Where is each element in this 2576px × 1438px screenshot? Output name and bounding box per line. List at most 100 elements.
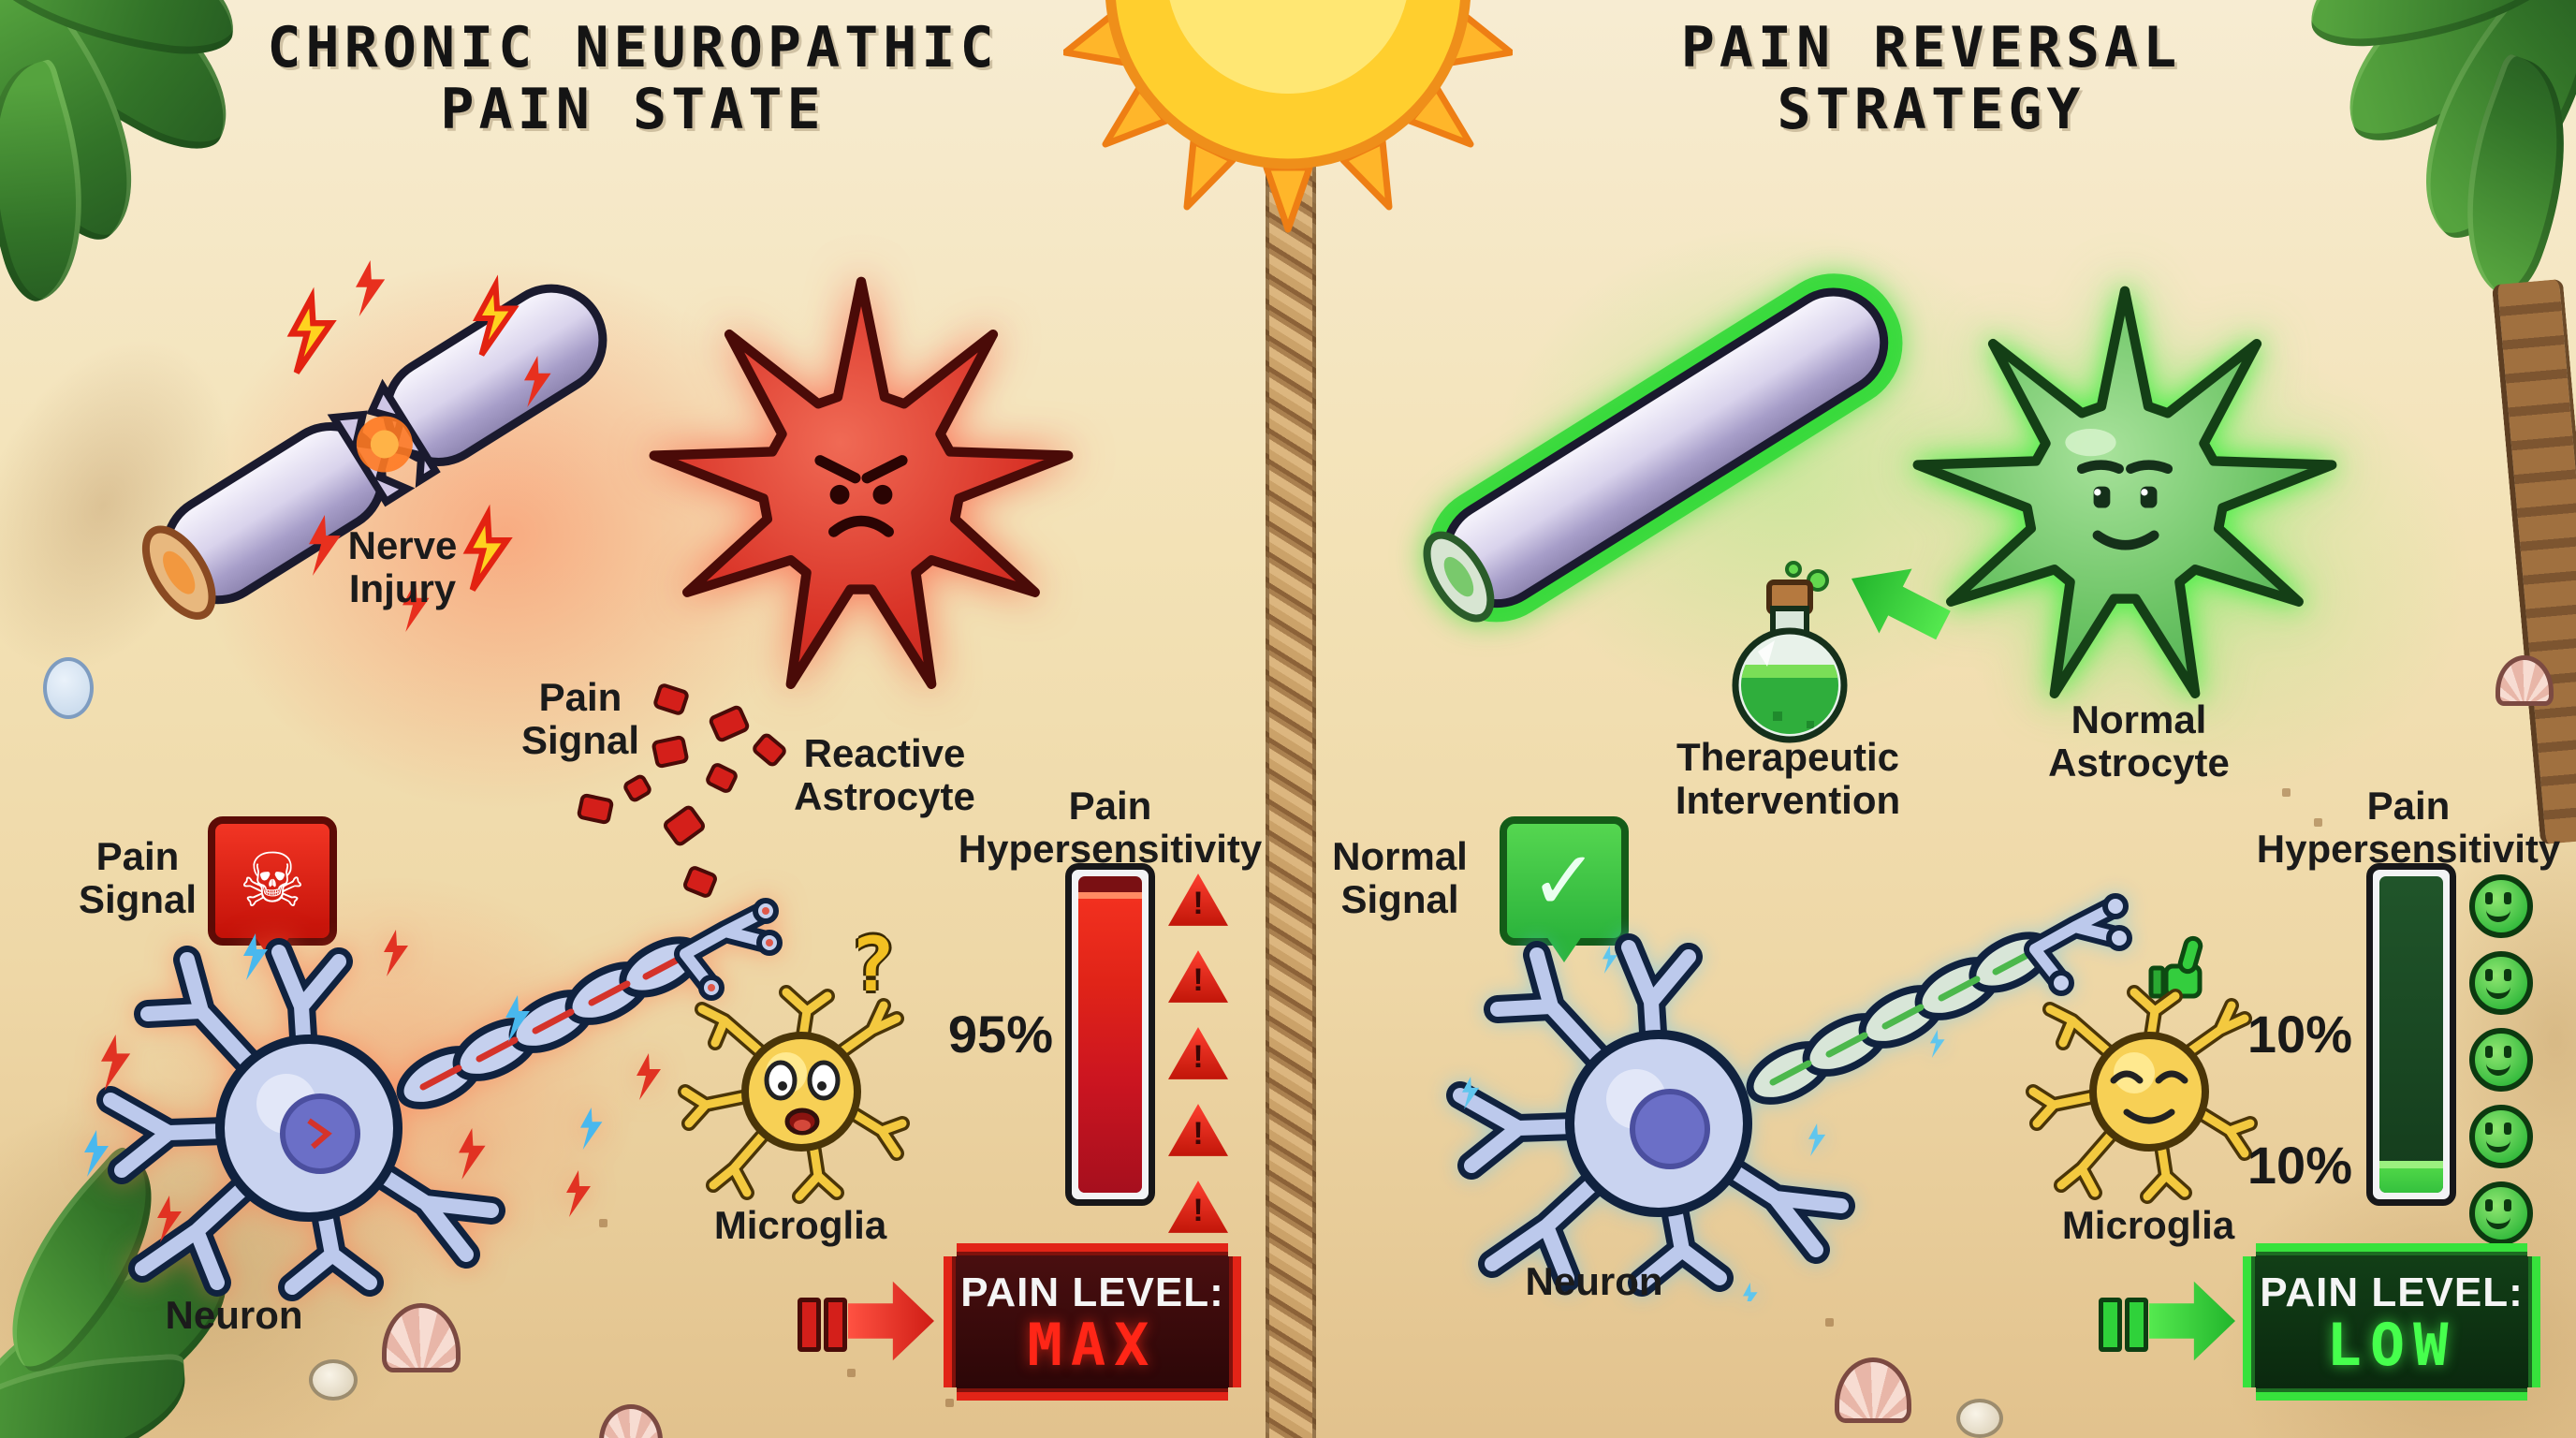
neuron-label: Neuron bbox=[117, 1293, 351, 1337]
spark-bolts bbox=[84, 930, 661, 1242]
pebble-icon bbox=[1956, 1399, 2003, 1438]
warning-icon: ! bbox=[1168, 1104, 1228, 1156]
label-line: Signal bbox=[78, 877, 198, 922]
pain-signal-dot bbox=[661, 802, 708, 849]
arrow-bar bbox=[2099, 1298, 2122, 1352]
label-line: Normal bbox=[2071, 697, 2207, 741]
label-line: Astrocyte bbox=[2048, 741, 2230, 785]
sand-speck bbox=[847, 1369, 856, 1377]
label-line: Microglia bbox=[2061, 1203, 2235, 1247]
title-line: PAIN REVERSAL bbox=[1680, 15, 2182, 81]
hypersensitivity-title: Pain Hypersensitivity bbox=[2212, 784, 2576, 871]
gauge-track bbox=[1078, 876, 1142, 1193]
normal-signal-badge-label: Normal Signal bbox=[1309, 834, 1491, 922]
angry-face bbox=[814, 455, 908, 537]
calm-sparks bbox=[1462, 946, 1945, 1301]
smiley-icon bbox=[2469, 1028, 2533, 1092]
thumbs-up-icon bbox=[2148, 935, 2203, 999]
healthy-nerve-figure bbox=[1423, 273, 1903, 623]
gauge-value-bottom: 10% bbox=[2247, 1136, 2352, 1195]
gauge-value-mid: 10% bbox=[2247, 1005, 2352, 1064]
pebble-icon bbox=[43, 657, 94, 719]
label-line: Neuron bbox=[1525, 1259, 1663, 1303]
sand-speck bbox=[599, 1219, 607, 1227]
question-mark-icon: ? bbox=[850, 921, 896, 1008]
title-line: CHRONIC NEUROPATHIC bbox=[267, 15, 999, 81]
label-line: Signal bbox=[520, 718, 640, 763]
warning-glyph: ! bbox=[1193, 1116, 1204, 1152]
normal-astrocyte-label: Normal Astrocyte bbox=[1989, 697, 2289, 785]
pain-level-label: PAIN LEVEL: bbox=[960, 1269, 1224, 1315]
skull-icon: ☠ bbox=[239, 837, 306, 924]
happy-face bbox=[2110, 1070, 2188, 1124]
potion-icon bbox=[1732, 561, 1848, 743]
pain-signal-dot bbox=[576, 792, 615, 826]
warning-icon: ! bbox=[1168, 873, 1228, 926]
microglia-figure bbox=[2026, 985, 2258, 1204]
sand-speck bbox=[945, 1399, 954, 1407]
sand-speck bbox=[1825, 1318, 1834, 1327]
shell-icon bbox=[2496, 655, 2554, 706]
label-line: Pain bbox=[538, 675, 622, 719]
hypersensitivity-title: Pain Hypersensitivity bbox=[914, 784, 1307, 871]
label-line: Injury bbox=[348, 566, 457, 611]
title-line: PAIN STATE bbox=[440, 77, 826, 142]
rope-divider bbox=[1266, 140, 1316, 1438]
gauge-track bbox=[2379, 876, 2443, 1193]
injured-nerve-figure bbox=[141, 260, 607, 632]
label-line: Microglia bbox=[713, 1203, 887, 1247]
pain-level-badge: PAIN LEVEL: MAX bbox=[944, 1243, 1241, 1401]
reactive-astrocyte-figure bbox=[649, 276, 1074, 690]
label-line: Pain bbox=[1068, 784, 1152, 828]
worried-face bbox=[764, 1060, 841, 1136]
label-line: Therapeutic bbox=[1676, 735, 1900, 779]
warning-glyph: ! bbox=[1193, 1039, 1204, 1075]
calm-face bbox=[2076, 460, 2174, 550]
arrow-bar bbox=[798, 1298, 821, 1352]
gauge-fill-10 bbox=[2379, 1161, 2443, 1193]
pain-gauge bbox=[1065, 863, 1155, 1206]
warning-icon: ! bbox=[1168, 1027, 1228, 1079]
warning-icon: ! bbox=[1168, 950, 1228, 1003]
label-line: Normal bbox=[1332, 834, 1468, 878]
warning-glyph: ! bbox=[1193, 962, 1204, 998]
pain-level-value: MAX bbox=[1027, 1311, 1158, 1379]
sand-speck bbox=[2282, 788, 2291, 797]
microglia-label: Microglia bbox=[2027, 1203, 2270, 1247]
arrow-bar bbox=[2125, 1298, 2148, 1352]
pain-gauge bbox=[2366, 863, 2456, 1206]
shell-icon bbox=[382, 1303, 461, 1372]
warning-glyph: ! bbox=[1193, 1193, 1204, 1228]
arrow-bar bbox=[824, 1298, 847, 1352]
title-line: STRATEGY bbox=[1777, 77, 2086, 142]
label-line: Pain bbox=[2366, 784, 2451, 828]
sand-speck bbox=[2314, 818, 2322, 827]
pain-signal-dot bbox=[651, 734, 690, 770]
smiley-icon bbox=[2469, 874, 2533, 938]
pain-signal-badge-label: Pain Signal bbox=[49, 834, 227, 922]
neuron-figure bbox=[1446, 893, 2132, 1301]
pain-level-badge: PAIN LEVEL: LOW bbox=[2243, 1243, 2540, 1401]
normal-astrocyte-figure bbox=[1912, 286, 2337, 699]
label-line: Signal bbox=[1340, 877, 1459, 922]
right-panel-title: PAIN REVERSAL STRATEGY bbox=[1482, 17, 2380, 140]
pebble-icon bbox=[309, 1359, 358, 1401]
pain-signal-upper-label: Pain Signal bbox=[482, 675, 679, 763]
shell-icon bbox=[1835, 1357, 1911, 1423]
warning-glyph: ! bbox=[1193, 886, 1204, 921]
palm-trunk bbox=[2491, 278, 2576, 845]
pain-level-label: PAIN LEVEL: bbox=[2260, 1269, 2524, 1315]
label-line: Nerve bbox=[347, 523, 458, 567]
nerve-injury-label: Nerve Injury bbox=[309, 523, 496, 611]
shell-icon bbox=[599, 1404, 663, 1438]
therapeutic-intervention-label: Therapeutic Intervention bbox=[1638, 735, 1938, 822]
warning-icon: ! bbox=[1168, 1181, 1228, 1233]
label-line: Neuron bbox=[165, 1293, 303, 1337]
lightning-icons bbox=[286, 260, 551, 632]
left-panel-title: CHRONIC NEUROPATHIC PAIN STATE bbox=[183, 17, 1082, 140]
reactive-astrocyte-label: Reactive Astrocyte bbox=[730, 731, 1039, 818]
smiley-icon bbox=[2469, 1181, 2533, 1245]
pain-signal-dot bbox=[621, 772, 654, 804]
smiley-icon bbox=[2469, 951, 2533, 1015]
